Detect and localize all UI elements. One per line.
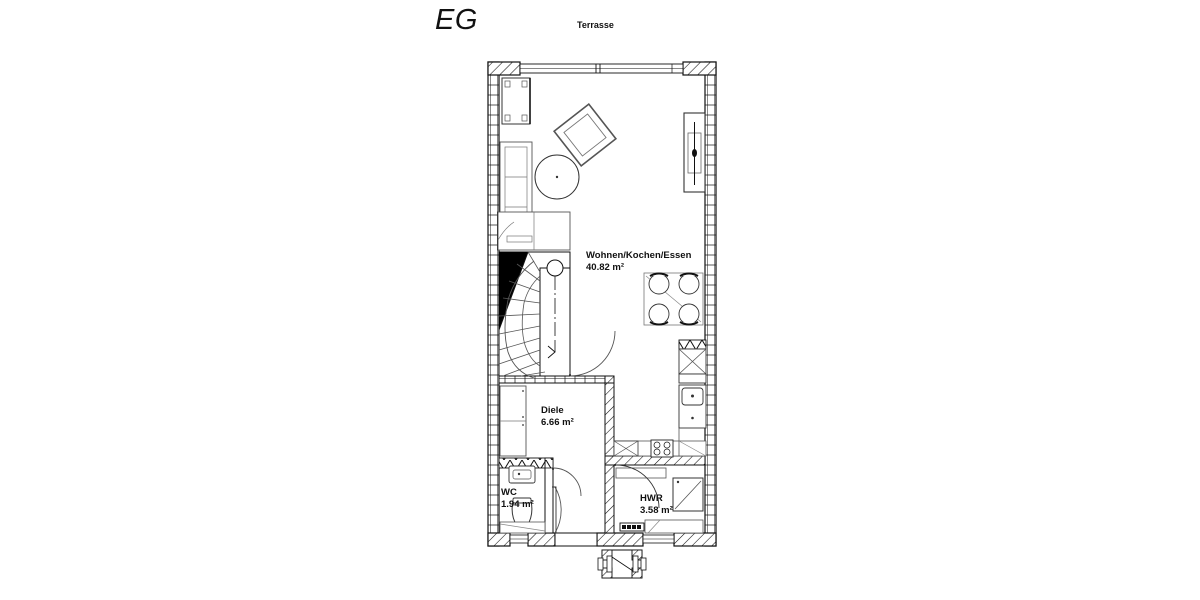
wall-shelf-unit [683, 112, 706, 193]
room-label-wc: WC 1.94 m² [501, 487, 534, 511]
room-name: Wohnen/Kochen/Essen [586, 250, 692, 261]
kitchen-tall-cabinet [678, 348, 707, 384]
interior-wall-hwr-left [604, 464, 615, 534]
room-label-wohnen-kochen-essen: Wohnen/Kochen/Essen 40.82 m² [586, 250, 691, 274]
floor-title: EG [435, 4, 478, 36]
hwr-door-swing [614, 464, 660, 509]
armchair [552, 102, 618, 168]
entrance-door-swing [552, 486, 562, 534]
tall-cabinet [501, 77, 531, 125]
party-wall-left [487, 61, 500, 547]
room-area: 40.82 m² [586, 262, 625, 273]
dining-chair [648, 272, 670, 295]
room-area: 6.66 m² [541, 417, 574, 428]
sideboard [497, 211, 571, 251]
room-name: WC [501, 487, 517, 498]
cooktop-four-burner [650, 439, 674, 458]
dining-chair [678, 272, 700, 295]
interior-wall-wc-right [544, 457, 554, 534]
party-wall-right [704, 61, 717, 547]
wc-washbasin [508, 465, 536, 484]
interior-wall-diele-right [604, 382, 615, 457]
electrical-panel [619, 522, 645, 532]
winder-staircase [498, 251, 571, 379]
terrace-sliding-door-wall [487, 61, 717, 76]
hwr-bottom-counter [644, 519, 704, 534]
washing-machine [672, 477, 704, 512]
dining-table-four-chairs [643, 272, 704, 326]
room-area: 1.94 m² [501, 499, 534, 510]
wc-toilet [511, 497, 533, 527]
wc-bottom-cabinet [499, 521, 546, 534]
dining-chair [678, 303, 700, 326]
kitchen-upper-cabinets [678, 339, 707, 350]
room-label-diele: Diele 6.66 m² [541, 405, 574, 429]
door-diele-living [569, 330, 616, 377]
front-wall-bottom [487, 532, 717, 547]
wardrobe [499, 385, 527, 457]
interior-wall-diele-top [498, 375, 615, 384]
door-wc [552, 467, 582, 497]
room-label-hwr: HWR 3.58 m² [640, 493, 673, 517]
room-name: HWR [640, 493, 663, 504]
room-name: Diele [541, 405, 564, 416]
dining-chair [648, 303, 670, 326]
room-area: 3.58 m² [640, 505, 673, 516]
kitchen-sink [678, 384, 707, 429]
entrance-canopy [597, 549, 647, 579]
terrace-label: Terrasse [577, 20, 614, 30]
kitchen-base-cabinet [613, 440, 639, 457]
round-coffee-table [534, 154, 580, 200]
